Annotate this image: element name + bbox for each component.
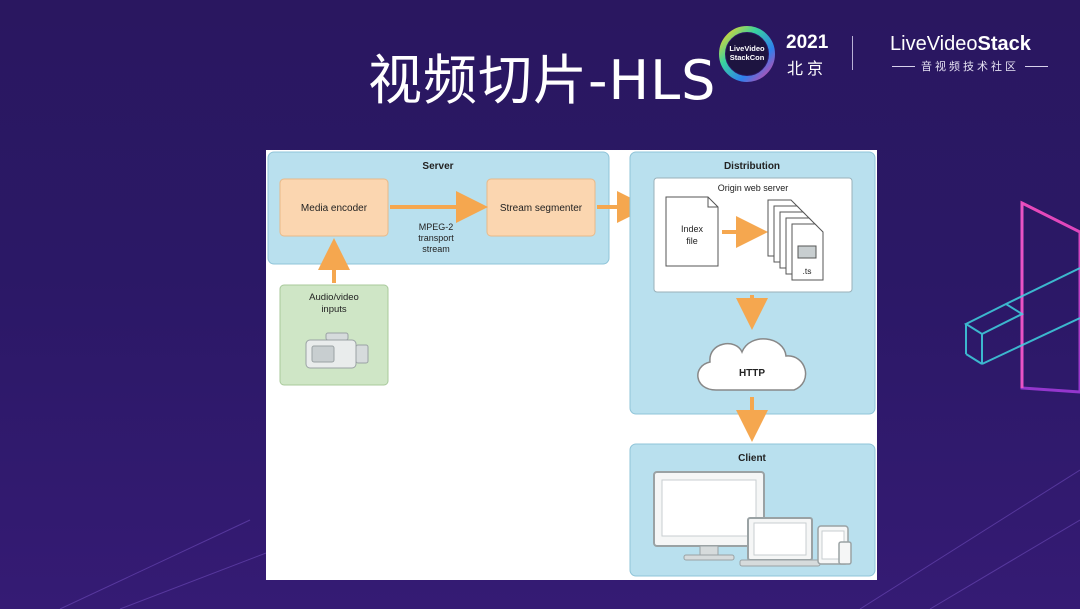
inputs-label-2: inputs [321,304,347,315]
distribution-title: Distribution [724,161,780,172]
brand-name-regular: LiveVideo [890,33,978,55]
transport-label-2: transport [418,233,454,243]
http-label: HTTP [739,368,765,379]
brand-tagline: 音视频技术社区 [921,60,1019,73]
client-title: Client [738,453,766,464]
index-label-2: file [686,236,698,246]
hls-diagram: Server Media encoder Stream segmenter MP… [266,150,877,580]
ts-film-icon [797,245,817,259]
event-logo-text-2: StackCon [730,53,765,62]
livevideostackcon-logo: LiveVideo StackCon [719,26,775,82]
index-label-1: Index [681,224,704,234]
laptop-icon [739,517,821,567]
slide-title: 视频切片-HLS [368,49,717,112]
distribution-section: Distribution Origin web server Index fil… [629,151,876,415]
index-file-icon: Index file [665,196,719,267]
event-year: 2021 [786,32,829,53]
video-camera-icon [305,332,369,369]
ts-label: .ts [803,266,812,276]
tagline-rule-left [892,65,915,67]
desktop-computer-icon [653,471,765,561]
media-encoder-box [279,178,389,237]
origin-server-label: Origin web server [718,183,789,193]
brand-logo: LiveVideoStack [890,33,1031,56]
transport-label-3: stream [422,244,450,254]
stream-segmenter-label: Stream segmenter [500,203,583,214]
media-encoder-label: Media encoder [301,203,368,214]
ts-segment-files-icon: .ts [767,199,824,281]
inputs-label-1: Audio/video [309,292,359,303]
client-section: Client [629,443,876,577]
tagline-rule-right [1025,65,1048,67]
header-divider [852,36,853,70]
event-city: 北京 [787,59,828,78]
server-title: Server [422,161,453,172]
event-logo-text-1: LiveVideo [729,44,765,53]
brand-tagline-row: 音视频技术社区 [892,58,1048,74]
brand-name-bold: Stack [977,33,1031,55]
http-cloud-icon: HTTP [697,338,807,391]
transport-label-1: MPEG-2 [419,222,454,232]
server-section: Server Media encoder Stream segmenter MP… [267,151,610,265]
neon-cyan-prism [963,267,1080,365]
inputs-section: Audio/video inputs [279,238,389,386]
neon-light-lines [1020,200,1080,394]
phone-icon [838,541,852,565]
